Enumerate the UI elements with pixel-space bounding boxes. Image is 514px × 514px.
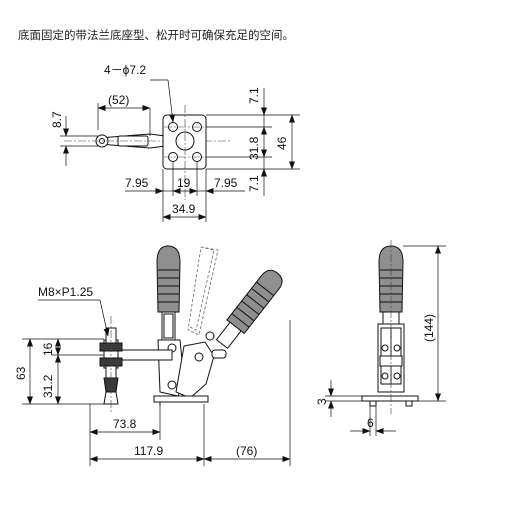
- side-body: [361, 240, 419, 414]
- dim-7-95-left: 7.95: [125, 176, 149, 190]
- dim-8-7: 8.7: [50, 111, 64, 128]
- front-handle-grip: [156, 245, 181, 341]
- dim-7-95-right: 7.95: [214, 176, 238, 190]
- top-view: 4－ϕ7.2 (52) 8.7 7.1 31.8 46 7.1: [50, 63, 300, 222]
- dim-19: 19: [177, 176, 191, 190]
- hole-spec-label: 4－ϕ7.2: [104, 63, 146, 77]
- dim-3: 3: [315, 398, 329, 405]
- dim-46: 46: [275, 136, 289, 150]
- dim-63: 63: [14, 366, 28, 380]
- front-body: [153, 331, 227, 406]
- thread-spec-label: M8×P1.25: [38, 285, 93, 299]
- dim-31-8: 31.8: [247, 136, 261, 160]
- top-base-plate: [162, 105, 207, 200]
- open-handle-outline: [187, 246, 219, 336]
- dim-31-2: 31.2: [41, 374, 55, 398]
- dim-7-1-bottom: 7.1: [247, 175, 261, 192]
- dim-144: (144): [422, 314, 436, 342]
- dim-52: (52): [108, 93, 129, 107]
- dim-117-9: 117.9: [134, 444, 163, 458]
- dim-16: 16: [41, 342, 55, 356]
- caption: 底面固定的带法兰底座型、松开时可确保充足的空间。: [18, 28, 294, 42]
- dim-76: (76): [236, 444, 257, 458]
- front-view: M8×P1.25 63 16 31.2 73.8 117.9 (76): [14, 245, 291, 466]
- front-handle-released: [215, 269, 283, 350]
- side-view: (144) 3 6: [315, 240, 446, 436]
- dim-6: 6: [367, 416, 374, 430]
- dim-73-8: 73.8: [113, 417, 137, 431]
- dim-34-9: 34.9: [172, 202, 196, 216]
- dim-7-1-top: 7.1: [247, 87, 261, 104]
